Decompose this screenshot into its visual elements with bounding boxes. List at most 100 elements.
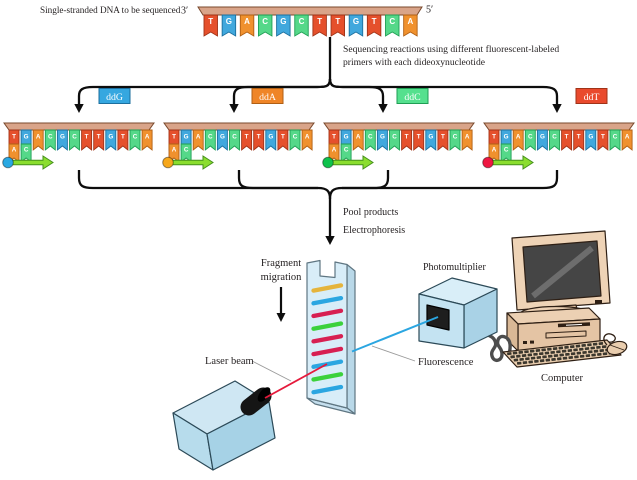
dna-base-letter: T <box>281 133 285 140</box>
dna-base-flag <box>129 129 141 151</box>
dna-base-letter: A <box>356 133 361 140</box>
screen-glare <box>531 245 594 299</box>
dna-base-flag <box>56 129 68 151</box>
pool-arrowhead <box>325 236 335 245</box>
laser-lens-cap <box>257 387 271 402</box>
fluorescence-line <box>351 316 439 353</box>
migration-arrowhead <box>276 313 286 322</box>
dna-base-letter: T <box>12 133 16 140</box>
dna-base-letter: C <box>504 147 509 154</box>
keyboard-key <box>550 350 555 354</box>
bracket-right-outer <box>328 170 559 200</box>
dna-base-letter: T <box>317 17 322 26</box>
keyboard-key <box>522 361 528 365</box>
arrowhead-2 <box>229 104 239 113</box>
dna-backbone-bar <box>163 122 315 131</box>
dna-base-letter: A <box>625 133 630 140</box>
ddT-box <box>575 88 608 104</box>
keyboard-key <box>582 350 587 354</box>
dna-base-flag <box>330 14 345 37</box>
dna-base-letter: A <box>196 133 201 140</box>
branch-arrow-3 <box>328 78 385 105</box>
keyboard-key <box>538 352 544 356</box>
ddC-box <box>396 88 429 104</box>
dna-base-flag <box>403 14 418 37</box>
bracket-right-inner <box>342 170 390 190</box>
keyboard-key <box>587 343 592 347</box>
keyboard-key <box>575 344 581 348</box>
keyboard-key <box>565 352 570 356</box>
keyboard-key <box>584 347 590 351</box>
dna-base-flag <box>621 129 633 151</box>
keyboard-key <box>551 357 556 361</box>
keyboard-key <box>542 355 547 359</box>
bracket-left-outer <box>77 170 332 236</box>
branch-arrow-4 <box>328 78 559 105</box>
dna-base-flag <box>204 129 216 151</box>
photomultiplier-cable <box>473 324 520 362</box>
floppy-slot-1-gap <box>565 323 583 326</box>
dna-base-letter: T <box>417 133 421 140</box>
keyboard-key <box>556 350 561 354</box>
dna-base-flag <box>93 129 105 151</box>
keyboard-key <box>590 346 595 350</box>
gel-band <box>311 359 344 369</box>
dna-backbone-bar <box>323 122 475 131</box>
keyboard-key <box>564 345 569 349</box>
keyboard-key <box>569 345 575 349</box>
dna-base-flag <box>216 129 228 151</box>
dna-base-letter: G <box>380 133 385 140</box>
dna-base-flag <box>376 129 388 151</box>
photomultiplier-device <box>418 277 498 349</box>
dna-base-letter: T <box>172 133 176 140</box>
keyboard-key <box>593 349 599 353</box>
three-prime-label: 3′ <box>181 6 188 17</box>
keyboard-key <box>592 342 598 346</box>
dna-base-letter: C <box>208 133 213 140</box>
dna-backbone-bar <box>483 122 635 131</box>
laser-beam-label: Laser beam <box>205 356 254 367</box>
dna-base-flag <box>312 14 327 37</box>
gel-side-face <box>346 263 356 415</box>
keyboard-key <box>591 353 596 357</box>
dna-base-letter: C <box>184 147 189 154</box>
keyboard-key <box>516 354 521 358</box>
case-led-2 <box>530 340 534 344</box>
dna-base-letter: G <box>226 17 232 26</box>
dna-base-letter: G <box>428 133 433 140</box>
dna-base-flag <box>512 129 524 151</box>
keyboard-key <box>559 353 564 357</box>
keyboard-key <box>545 358 551 362</box>
keyboard-key <box>544 351 550 355</box>
keyboard-key <box>539 359 545 363</box>
dna-base-flag <box>449 129 461 151</box>
dna-base-flag <box>352 129 364 151</box>
bracket-left-inner <box>237 170 318 190</box>
computer-label: Computer <box>541 373 583 384</box>
dna-base-flag <box>192 129 204 151</box>
dna-base-letter: C <box>552 133 557 140</box>
dna-base-letter: T <box>405 133 409 140</box>
keyboard <box>502 339 622 368</box>
dna-backbone-bar <box>197 6 423 16</box>
keyboard-key <box>516 361 522 365</box>
gel-band <box>311 384 344 395</box>
pool-bracket <box>77 170 559 236</box>
arrowhead-3 <box>378 104 388 113</box>
keyboard-key <box>579 354 585 358</box>
dna-base-letter: G <box>353 17 359 26</box>
dna-base-letter: G <box>24 133 29 140</box>
keyboard-key <box>513 358 519 362</box>
dna-base-letter: C <box>293 133 298 140</box>
dna-base-letter: G <box>280 17 286 26</box>
dna-base-letter: C <box>344 147 349 154</box>
dna-base-flag <box>366 14 382 37</box>
dna-base-flag <box>277 129 289 151</box>
keyboard-key <box>570 352 576 356</box>
